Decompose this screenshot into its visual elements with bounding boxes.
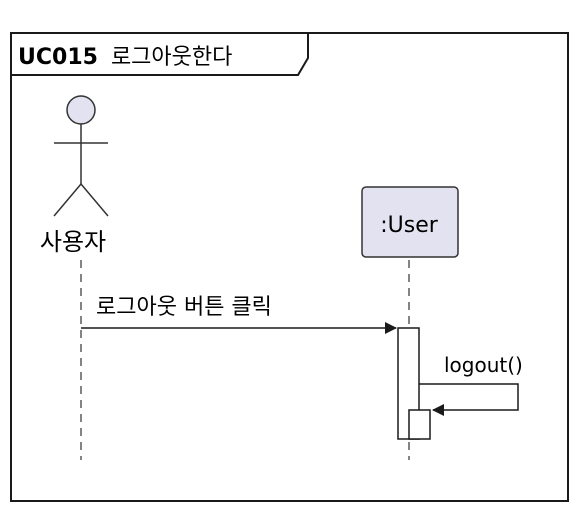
message-arrow-logout-self [419, 383, 519, 416]
frame-title: UC015 로그아웃한다 [18, 45, 232, 70]
frame-title-text: 로그아웃한다 [111, 45, 232, 70]
participant-user-label: :User [380, 213, 439, 238]
frame-id: UC015 [18, 45, 98, 70]
actor-head [66, 95, 96, 125]
actor-user-figure [53, 95, 109, 217]
nested-activation-bar [408, 409, 431, 440]
message-label-logout-self: logout() [444, 353, 523, 377]
frame-border [10, 32, 569, 502]
message-label-logout-click: 로그아웃 버튼 클릭 [96, 295, 272, 320]
frame-title-tab [11, 32, 309, 76]
actor-label: 사용자 [40, 228, 106, 256]
participant-user-box [361, 186, 459, 258]
